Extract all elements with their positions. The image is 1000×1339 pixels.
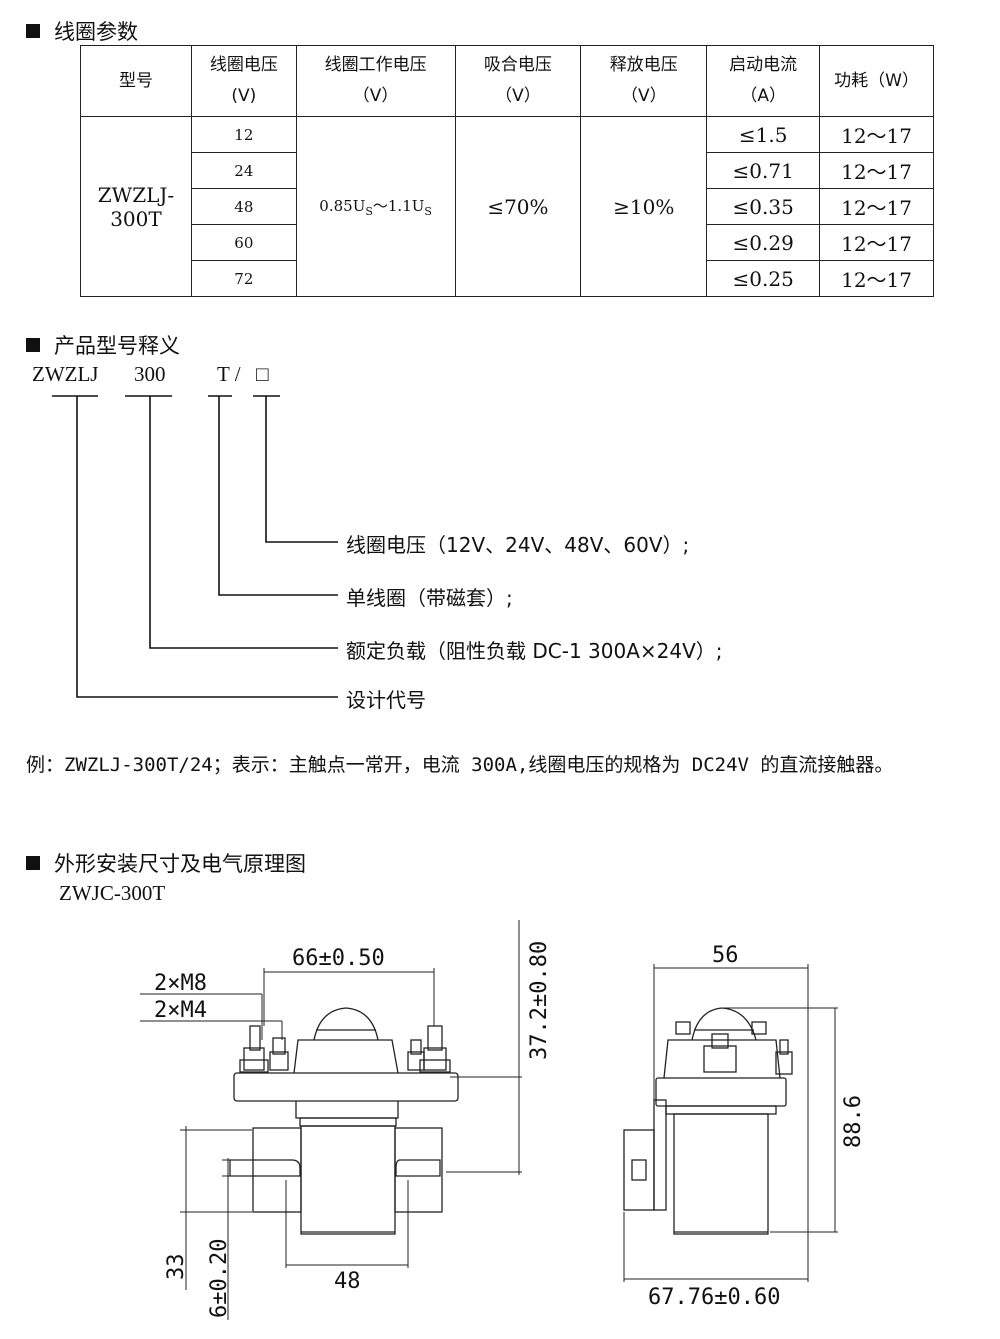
coil-voltage-cell: 48 [190, 188, 297, 225]
dim-bottom-width: 48 [334, 1269, 361, 1294]
pull-in-voltage-cell: ≤70% [454, 116, 582, 297]
section-heading-dimensions: 外形安装尺寸及电气原理图 [26, 848, 306, 878]
power-cell: 12～17 [819, 116, 934, 153]
dim-height-right: 37.2±0.80 [527, 941, 552, 1060]
dim-side-height: 88.6 [841, 1095, 866, 1148]
power-cell: 12～17 [819, 260, 934, 297]
coil-parameter-table: 型号 线圈电压(V) 线圈工作电压（V） 吸合电压（V） 释放电压（V） 启动电… [80, 45, 934, 297]
section-title: 产品型号释义 [54, 334, 180, 358]
table-row: ZWZLJ-300T 12 0.85US～1.1US ≤70% ≥10% ≤1.… [80, 116, 934, 297]
dimension-drawing: 66±0.50 2×M8 2×M4 37.2±0.80 48 33 6±0.20… [140, 920, 866, 1320]
dim-left-33: 33 [164, 1254, 189, 1281]
table-row: 72 ≤0.25 12～17 [81, 260, 934, 297]
legend-design-code: 设计代号 [346, 688, 426, 712]
legend-rated-load: 额定负载（阻性负载 DC-1 300A×24V）; [346, 639, 723, 663]
header-start-current: 启动电流（A） [706, 45, 821, 117]
header-power: 功耗（W） [819, 45, 934, 117]
header-working-voltage: 线圈工作电压（V） [295, 45, 456, 117]
section-heading-coil-params: 线圈参数 [26, 16, 138, 46]
legend-coil-voltage: 线圈电压（12V、24V、48V、60V）; [346, 533, 690, 557]
example-text: 例：ZWZLJ-300T/24；表示：主触点一常开，电流 300A,线圈电压的规… [26, 754, 894, 776]
header-pull-in-voltage: 吸合电压（V） [454, 45, 582, 117]
dim-top-width: 66±0.50 [292, 946, 385, 971]
drawing-model-label: ZWJC-300T [59, 881, 166, 905]
side-view [623, 1007, 793, 1235]
bullet-square-icon [26, 24, 40, 38]
table-header-row: 型号 线圈电压(V) 线圈工作电压（V） 吸合电压（V） 释放电压（V） 启动电… [80, 45, 934, 117]
dim-side-width: 56 [712, 943, 739, 968]
coil-voltage-cell: 12 [190, 116, 297, 153]
dim-m4: 2×M4 [154, 998, 207, 1023]
start-current-cell: ≤0.35 [706, 188, 821, 225]
model-cell: ZWZLJ-300T [80, 116, 192, 297]
power-cell: 12～17 [819, 188, 934, 225]
bullet-square-icon [26, 856, 40, 870]
dim-m8: 2×M8 [154, 971, 207, 996]
section-title: 外形安装尺寸及电气原理图 [54, 852, 306, 876]
header-release-voltage: 释放电压（V） [580, 45, 708, 117]
dim-side-bottom: 67.76±0.60 [648, 1285, 780, 1310]
working-voltage-cell: 0.85US～1.1US [295, 116, 456, 297]
coil-voltage-cell: 72 [190, 260, 297, 297]
section-title: 线圈参数 [54, 20, 138, 44]
dim-left-6: 6±0.20 [207, 1239, 232, 1318]
section-heading-model-meaning: 产品型号释义 [26, 330, 180, 360]
code-part-current: 300 [134, 362, 166, 386]
front-view [229, 1007, 459, 1235]
bullet-square-icon [26, 338, 40, 352]
start-current-cell: ≤0.29 [706, 224, 821, 261]
coil-voltage-cell: 60 [190, 224, 297, 261]
table-row: 60 ≤0.29 12～17 [81, 224, 934, 261]
code-part-series: ZWZLJ [32, 362, 99, 386]
coil-voltage-cell: 24 [190, 152, 297, 189]
table-row: 48 ≤0.35 12～17 [81, 188, 934, 225]
code-part-type: T / [217, 362, 241, 386]
model-code-leader-lines [52, 395, 338, 698]
code-part-voltage-box: □ [256, 362, 269, 386]
legend-single-coil: 单线圈（带磁套）; [346, 586, 513, 610]
